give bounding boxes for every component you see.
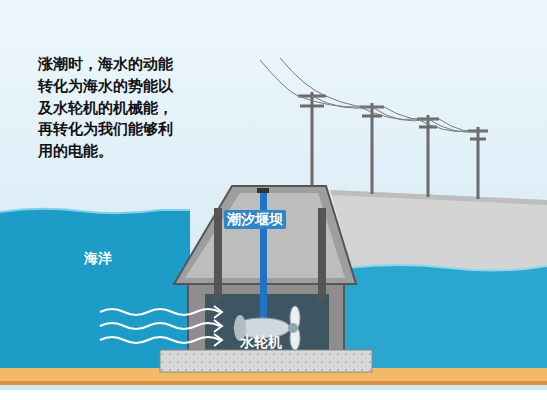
turbine [234, 306, 300, 350]
turbine-label: 水轮机 [240, 334, 282, 351]
water-flow-arrows [100, 306, 222, 346]
power-poles [298, 92, 488, 199]
concrete-base [160, 350, 372, 372]
ocean-label: 海洋 [84, 250, 112, 267]
dam-label: 潮汐堰坝 [224, 210, 286, 229]
note-text: 涨潮时，海水的动能转化为海水的势能以及水轮机的机械能，再转化为我们能够利用的电能… [38, 54, 184, 163]
sea-high-tide [0, 209, 190, 372]
sky [0, 0, 547, 390]
basin-water [345, 265, 547, 372]
road-edge [330, 190, 547, 205]
power-wires [260, 58, 488, 132]
